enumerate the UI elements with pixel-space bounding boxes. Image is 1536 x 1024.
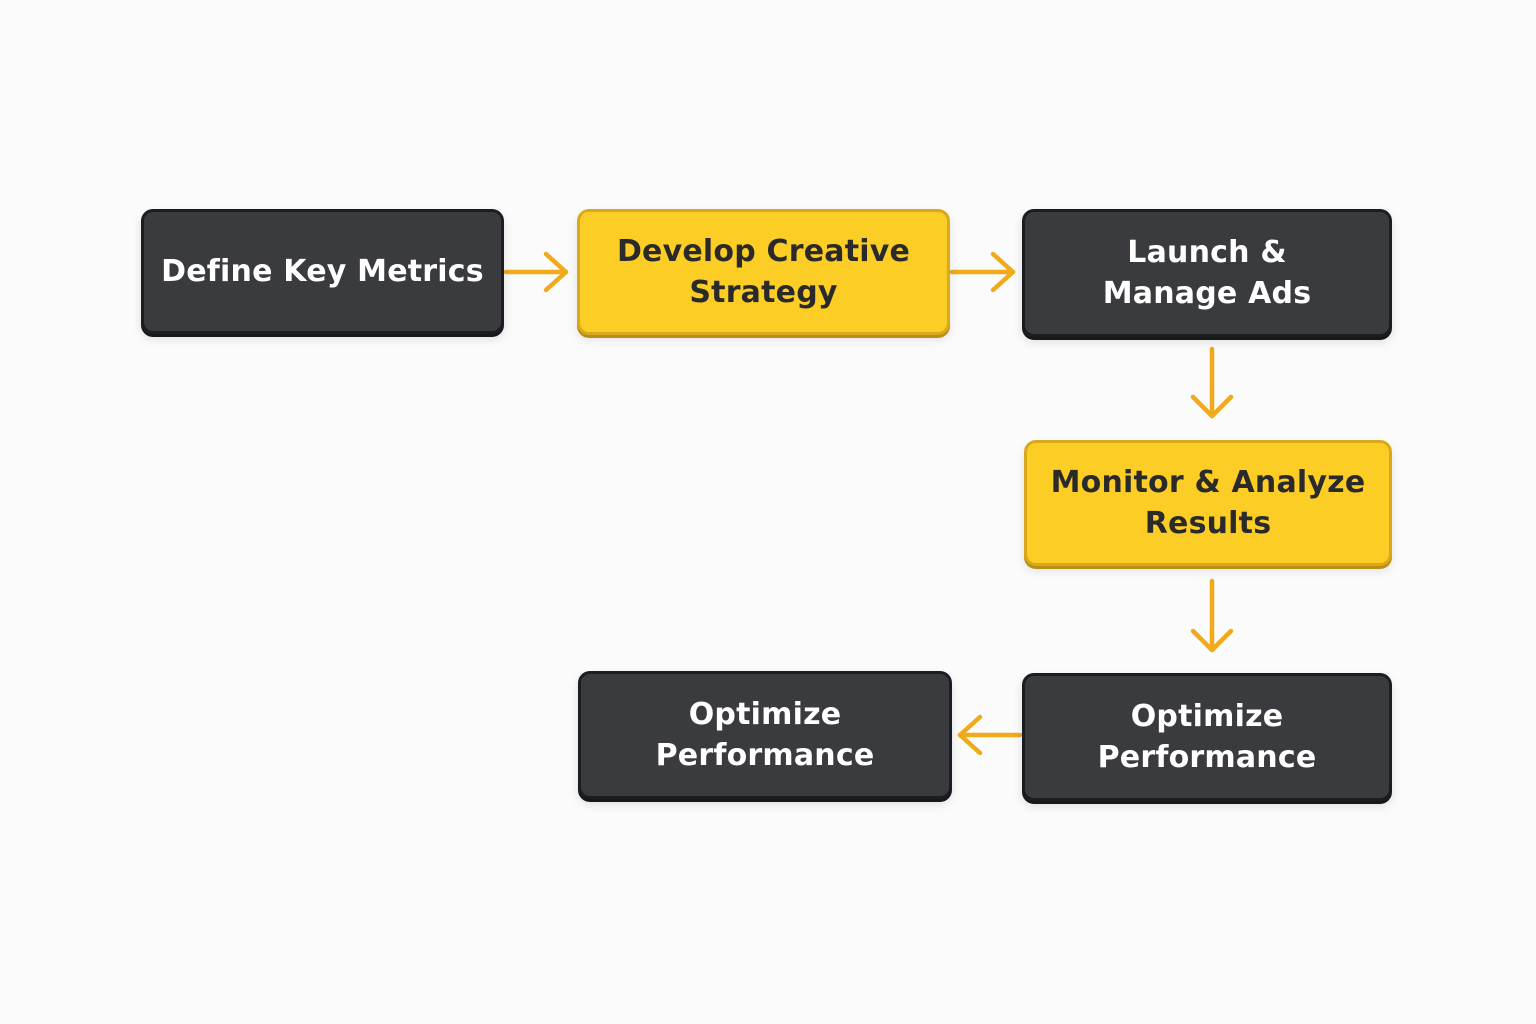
node-launch-manage-ads: Launch & Manage Ads (1022, 209, 1392, 337)
node-define-key-metrics-label: Define Key Metrics (161, 254, 484, 289)
arrow-optimize-to-optimize (957, 714, 1023, 756)
arrow-monitor-to-optimize (1190, 578, 1234, 653)
node-optimize-performance-right-label: Optimize Performance (1097, 699, 1317, 775)
arrow-develop-to-launch (949, 251, 1016, 293)
node-monitor-analyze-results-label: Monitor & Analyze Results (1050, 465, 1366, 541)
node-define-key-metrics: Define Key Metrics (141, 209, 504, 334)
arrow-define-to-develop (503, 251, 569, 293)
node-optimize-performance-left-label: Optimize Performance (655, 697, 875, 773)
node-optimize-performance-left: Optimize Performance (578, 671, 952, 799)
node-launch-manage-ads-label: Launch & Manage Ads (1102, 235, 1312, 311)
node-develop-creative-strategy: Develop Creative Strategy (577, 209, 950, 335)
node-develop-creative-strategy-label: Develop Creative Strategy (616, 234, 911, 310)
node-monitor-analyze-results: Monitor & Analyze Results (1024, 440, 1392, 566)
node-optimize-performance-right: Optimize Performance (1022, 673, 1392, 801)
arrow-launch-to-monitor (1190, 346, 1234, 419)
